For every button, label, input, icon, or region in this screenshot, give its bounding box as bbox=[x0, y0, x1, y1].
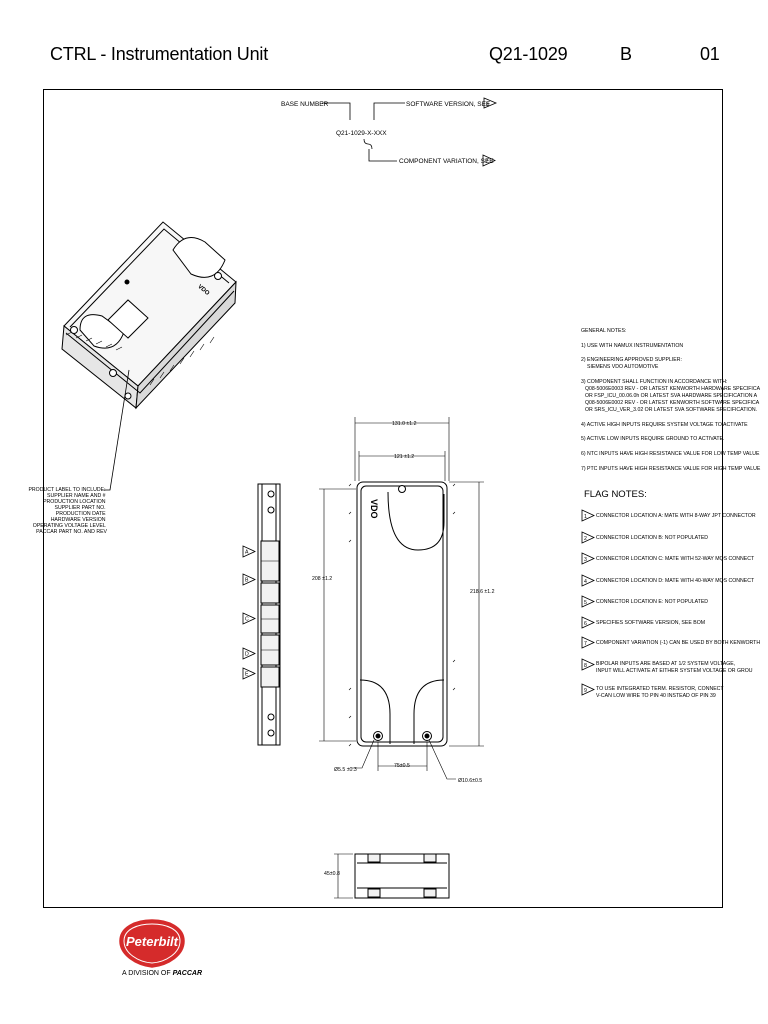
software-version-label: SOFTWARE VERSION, SEE bbox=[406, 101, 491, 108]
flag-note-1-number: 1 bbox=[584, 514, 587, 520]
hole-diameter-left: Ø5.5 ±0.3 bbox=[334, 767, 357, 773]
part-number-callout: BASE NUMBER SOFTWARE VERSION, SEE 6 Q21-… bbox=[281, 97, 498, 167]
label-note-line: PRODUCTION LOCATION bbox=[43, 499, 106, 505]
flag-note-3-number: 3 bbox=[584, 557, 587, 563]
flag-note-4-icon bbox=[581, 574, 595, 587]
general-note: 2) ENGINEERING APPROVED SUPPLIER: SIEMEN… bbox=[581, 357, 683, 370]
general-notes: GENERAL NOTES: 1) USE WITH NAMUX INSTRUM… bbox=[581, 328, 761, 472]
drawing-frame bbox=[43, 89, 723, 908]
division-line: A DIVISION OF PACCAR bbox=[122, 970, 202, 977]
flag-note-9-text: TO USE INTEGRATED TERM. RESISTOR, CONNEC… bbox=[596, 686, 725, 699]
flag-note-7-icon bbox=[581, 636, 595, 649]
overall-width-dimension: 131.0 ±1.2 bbox=[392, 421, 417, 427]
bottom-view bbox=[334, 853, 450, 899]
thickness-dimension: 45±0.8 bbox=[324, 871, 340, 877]
flag-notes: FLAG NOTES: 1 CONNECTOR LOCATION A: MATE… bbox=[581, 489, 760, 699]
flag-note-5-icon bbox=[581, 595, 595, 608]
general-note: 5) ACTIVE LOW INPUTS REQUIRE GROUND TO A… bbox=[581, 436, 724, 442]
flag-note-9-icon bbox=[581, 683, 595, 696]
general-note: 6) NTC INPUTS HAVE HIGH RESISTANCE VALUE… bbox=[581, 451, 760, 457]
flag-note-3-text: CONNECTOR LOCATION C: MATE WITH 52-WAY M… bbox=[596, 556, 755, 562]
side-view bbox=[257, 483, 281, 746]
top-view-dimensions bbox=[319, 417, 484, 780]
general-note: 1) USE WITH NAMUX INSTRUMENTATION bbox=[581, 343, 683, 349]
flag-c-icon bbox=[242, 612, 256, 625]
flag-note-2-number: 2 bbox=[584, 536, 587, 542]
flag-note-8-icon bbox=[581, 658, 595, 671]
label-note-line: PACCAR PART NO. AND REV bbox=[36, 529, 107, 535]
flag-note-8-text: BIPOLAR INPUTS ARE BASED AT 1/2 SYSTEM V… bbox=[596, 661, 753, 674]
part-number: Q21-1029 bbox=[489, 44, 568, 64]
flag-7-icon bbox=[482, 154, 496, 167]
overall-height-dimension: 218.6 ±1.2 bbox=[470, 589, 495, 595]
hole-spacing-dimension: 75±0.5 bbox=[394, 763, 410, 769]
flag-a-icon bbox=[242, 545, 256, 558]
flag-note-3-icon bbox=[581, 552, 595, 565]
top-view: VDO bbox=[348, 481, 456, 747]
top-view-brand-mark: VDO bbox=[369, 499, 379, 519]
flag-note-9-number: 9 bbox=[584, 688, 587, 694]
component-variation-label: COMPONENT VARIATION, SEE bbox=[399, 158, 494, 165]
logo-brand-text: Peterbilt bbox=[126, 934, 179, 949]
flag-note-7-number: 7 bbox=[584, 641, 587, 647]
label-note-line: OPERATING VOLTAGE LEVEL bbox=[33, 523, 106, 529]
flag-note-7-text: COMPONENT VARIATION (-1) CAN BE USED BY … bbox=[596, 640, 760, 646]
part-code-label: Q21-1029-X-XXX bbox=[336, 130, 387, 137]
flag-d-letter: D bbox=[245, 652, 249, 658]
division-prefix: A DIVISION OF bbox=[122, 970, 171, 977]
inner-width-dimension: 121 ±1.2 bbox=[394, 454, 414, 460]
flag-notes-title: FLAG NOTES: bbox=[584, 489, 647, 500]
label-note-line: SUPPLIER NAME AND # bbox=[47, 493, 106, 499]
flag-note-1-text: CONNECTOR LOCATION A: MATE WITH 8-WAY JP… bbox=[596, 513, 756, 519]
flag-note-2-icon bbox=[581, 531, 595, 544]
label-note-line: SUPPLIER PART NO. bbox=[55, 505, 106, 511]
flag-b-icon bbox=[242, 573, 256, 586]
flag-note-6-icon bbox=[581, 616, 595, 629]
hole-diameter-right: Ø10.6±0.5 bbox=[458, 778, 482, 784]
document-title: CTRL - Instrumentation Unit bbox=[50, 44, 269, 64]
general-notes-title: GENERAL NOTES: bbox=[581, 328, 626, 334]
paccar-wordmark: PACCAR bbox=[172, 970, 203, 977]
flag-c-letter: C bbox=[245, 617, 249, 623]
flag-note-8-number: 8 bbox=[584, 663, 587, 669]
flag-note-2-text: CONNECTOR LOCATION B: NOT POPULATED bbox=[596, 535, 708, 541]
flag-7-number: 7 bbox=[486, 159, 489, 165]
side-connector-flags: A B C D E bbox=[242, 545, 256, 680]
flag-note-6-text: SPECIFIES SOFTWARE VERSION, SEE BOM bbox=[596, 620, 705, 626]
peterbilt-logo: Peterbilt bbox=[114, 915, 190, 985]
flag-note-5-text: CONNECTOR LOCATION E: NOT POPULATED bbox=[596, 599, 708, 605]
flag-note-6-number: 6 bbox=[584, 621, 587, 627]
isometric-view: VDO bbox=[61, 221, 237, 410]
flag-e-letter: E bbox=[245, 672, 249, 678]
flag-6-icon bbox=[483, 97, 498, 109]
flag-a-letter: A bbox=[245, 550, 249, 556]
flag-note-4-text: CONNECTOR LOCATION D: MATE WITH 40-WAY M… bbox=[596, 578, 755, 584]
flag-d-icon bbox=[242, 647, 256, 660]
label-note: PRODUCT LABEL TO INCLUDE: SUPPLIER NAME … bbox=[28, 487, 107, 535]
label-note-line: PRODUCTION DATE bbox=[56, 511, 106, 517]
general-note: 3) COMPONENT SHALL FUNCTION IN ACCORDANC… bbox=[581, 379, 761, 413]
general-note: 4) ACTIVE HIGH INPUTS REQUIRE SYSTEM VOL… bbox=[581, 422, 748, 428]
flag-b-letter: B bbox=[245, 578, 249, 584]
label-note-line: HARDWARE VERSION bbox=[51, 517, 106, 523]
flag-note-1-icon bbox=[581, 509, 595, 522]
sheet-number: 01 bbox=[700, 44, 720, 64]
label-leader-line bbox=[104, 369, 130, 491]
flag-note-4-number: 4 bbox=[584, 579, 587, 585]
label-note-line: PRODUCT LABEL TO INCLUDE: bbox=[28, 487, 105, 493]
flag-e-icon bbox=[242, 667, 256, 680]
base-number-label: BASE NUMBER bbox=[281, 101, 329, 108]
logo-oval-icon bbox=[119, 919, 185, 968]
flag-6-number: 6 bbox=[487, 102, 490, 108]
revision-letter: B bbox=[620, 44, 632, 64]
general-note: 7) PTC INPUTS HAVE HIGH RESISTANCE VALUE… bbox=[581, 466, 761, 472]
flag-note-5-number: 5 bbox=[584, 600, 587, 606]
inner-height-dimension: 208 ±1.2 bbox=[312, 576, 332, 582]
